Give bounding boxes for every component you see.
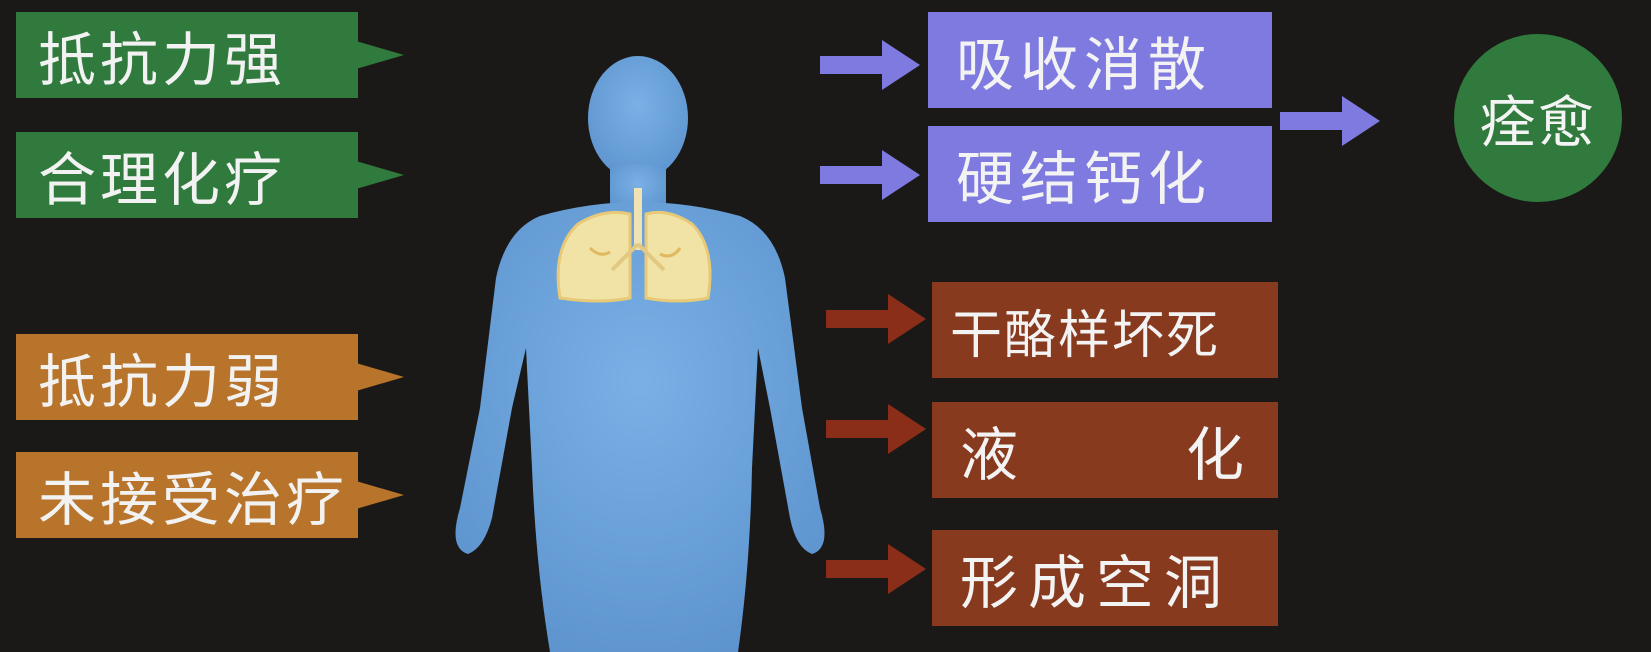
arrow-to-absorb-icon (820, 40, 920, 90)
cavity-result-box: 形成空洞 (932, 530, 1278, 626)
human-body-illustration (440, 48, 840, 652)
liquefaction-text-right: 化 (1185, 421, 1250, 489)
lungs-icon (556, 188, 712, 303)
arrow-to-cure-icon (1280, 96, 1380, 146)
caseous-necrosis-result-box: 干酪样坏死 (932, 282, 1278, 378)
untreated-text: 未接受治疗 (38, 466, 349, 534)
cure-text: 痊愈 (1480, 90, 1596, 156)
cavity-result-text: 形成空洞 (960, 549, 1233, 617)
proper-chemotherapy-label: 合理化疗 (16, 132, 358, 218)
fibrosis-result-box: 硬结钙化 (928, 126, 1272, 222)
arrow-to-liquefaction-icon (826, 404, 926, 454)
liquefaction-text-left: 液 (960, 421, 1025, 489)
arrow-to-necrosis-icon (826, 294, 926, 344)
arrow-to-cavity-icon (826, 544, 926, 594)
human-silhouette-icon (455, 56, 825, 652)
fibrosis-result-text: 硬结钙化 (956, 145, 1213, 213)
strong-resistance-text: 抵抗力强 (38, 26, 287, 94)
absorb-result-text: 吸收消散 (956, 31, 1213, 99)
proper-chemotherapy-text: 合理化疗 (38, 146, 287, 214)
caseous-necrosis-text: 干酪样坏死 (950, 305, 1221, 366)
weak-resistance-text: 抵抗力弱 (38, 348, 287, 416)
untreated-label: 未接受治疗 (16, 452, 358, 538)
weak-resistance-label: 抵抗力弱 (16, 334, 358, 420)
absorb-result-box: 吸收消散 (928, 12, 1272, 108)
cure-outcome-circle: 痊愈 (1454, 34, 1622, 202)
arrow-to-fibrosis-icon (820, 150, 920, 200)
liquefaction-result-box: 液 化 (932, 402, 1278, 498)
strong-resistance-label: 抵抗力强 (16, 12, 358, 98)
